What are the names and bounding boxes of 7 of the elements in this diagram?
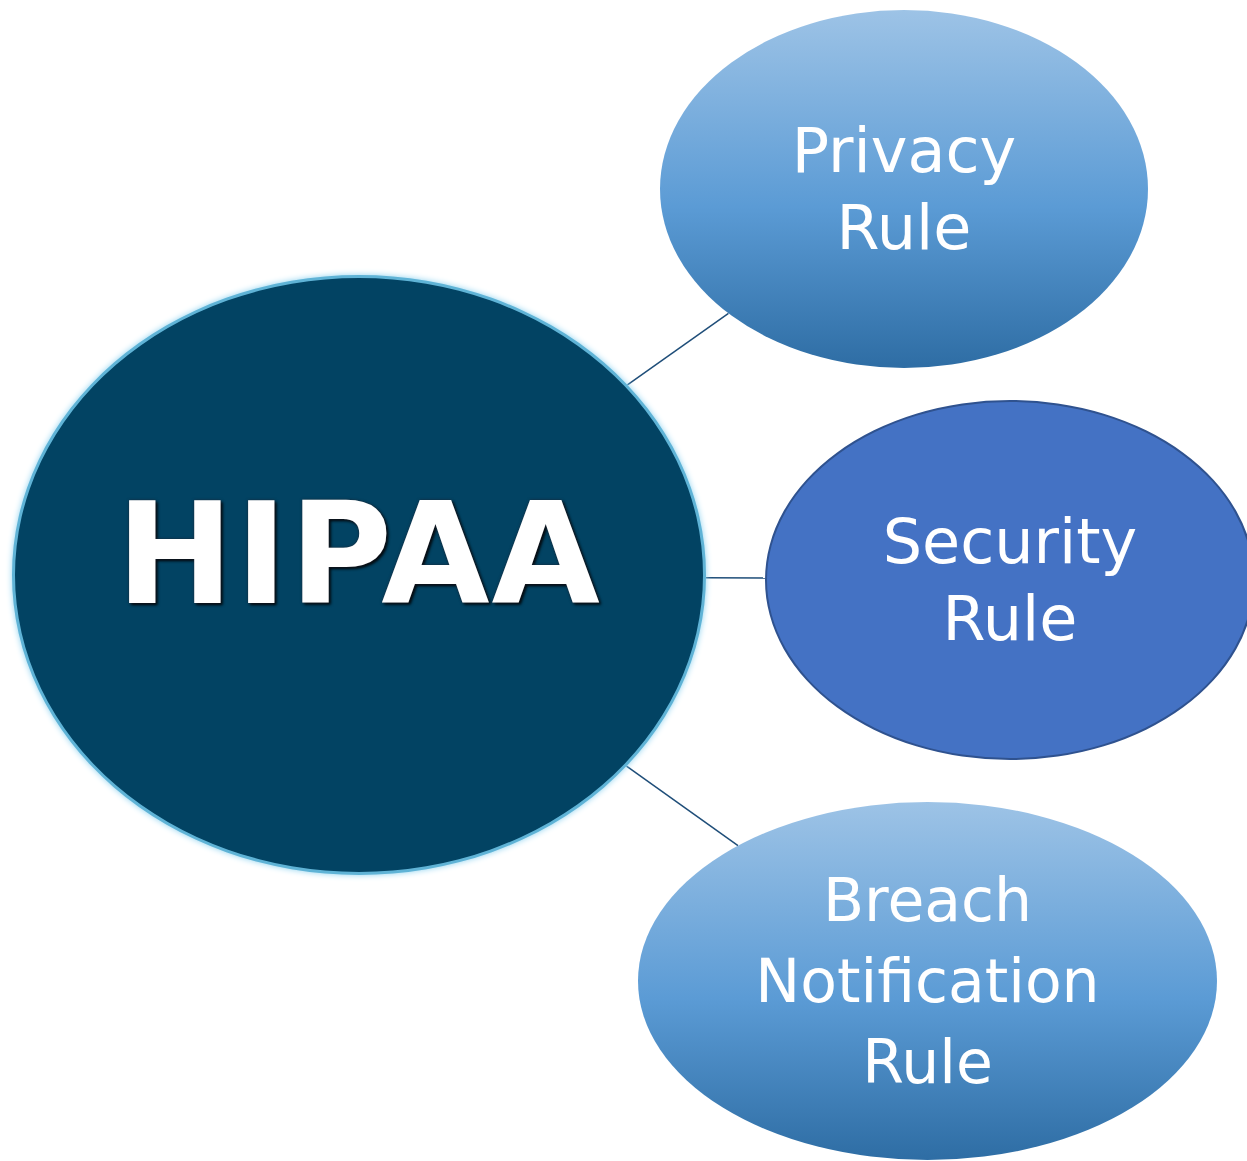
- connector-line: [705, 576, 766, 579]
- connector-line: [626, 312, 730, 386]
- node-label: Security Rule: [881, 503, 1139, 657]
- node-label: Privacy Rule: [790, 112, 1018, 266]
- connector-line: [625, 765, 739, 847]
- node-label: HIPAA: [116, 472, 602, 638]
- node-label: Breach Notification Rule: [754, 863, 1101, 1099]
